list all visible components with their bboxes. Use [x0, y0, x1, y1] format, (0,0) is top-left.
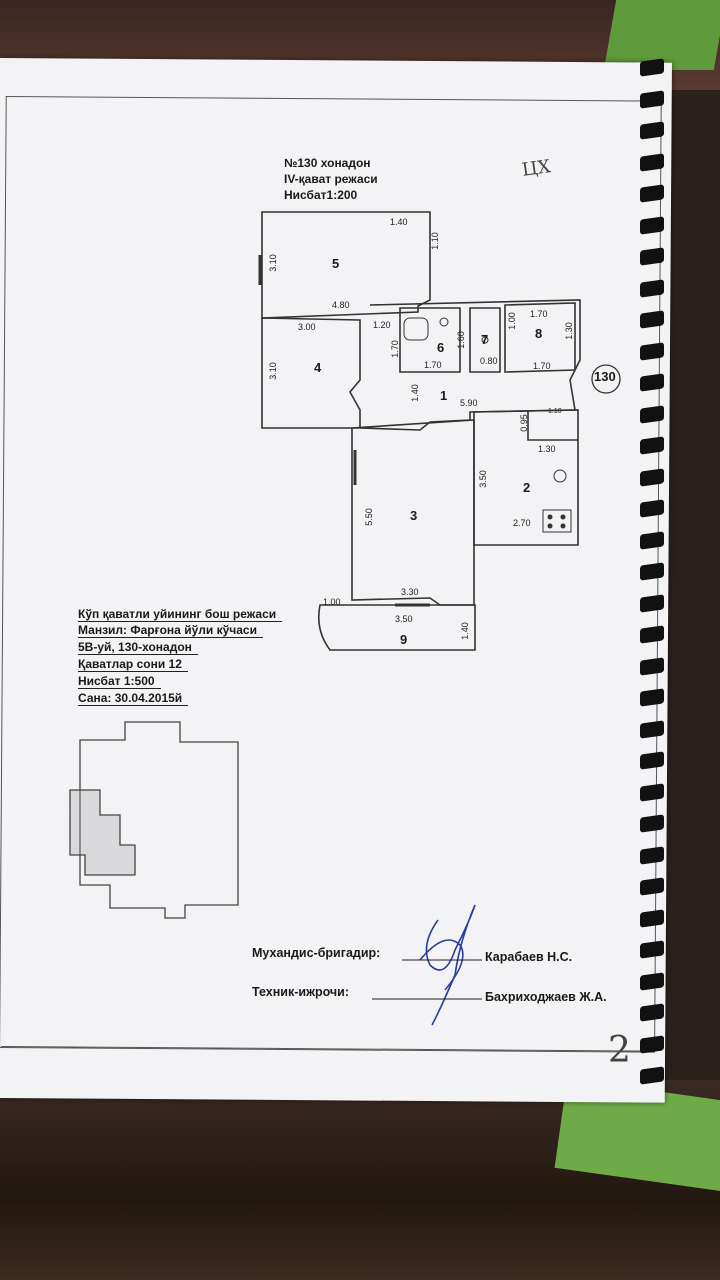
dim-label: 1.10	[548, 408, 562, 415]
info-title: Кўп қаватли уйининг бош режаси	[78, 607, 283, 622]
dim-label: 3.10	[267, 254, 278, 272]
dim-label: 1.00	[323, 597, 341, 607]
dim-label: 1.20	[373, 320, 391, 330]
plan-scale: Нисбат1:200	[284, 188, 358, 202]
dim-label: 1.10	[429, 232, 440, 250]
room-label-2: 2	[523, 480, 531, 495]
room-9-walls	[317, 604, 476, 651]
info-date: Сана: 30.04.2015й	[78, 691, 189, 706]
dim-label: 3.30	[401, 587, 419, 597]
signature-lines	[372, 959, 482, 1000]
dim-label: 0.80	[480, 356, 498, 366]
dim-label: 3.50	[395, 614, 413, 624]
info-scale: Нисбат 1:500	[78, 674, 161, 689]
room-label-3: 3	[410, 508, 418, 523]
handwritten-mark: ЦХ	[520, 156, 552, 181]
signature-scribble	[419, 904, 476, 1026]
engineer-title: Мухандис-бригадир:	[252, 946, 381, 960]
room-label-9: 9	[400, 632, 408, 647]
room-8-walls	[504, 302, 576, 373]
dim-label: 1.30	[563, 322, 574, 340]
room-6-walls	[399, 307, 461, 373]
dim-label: 1.70	[424, 360, 442, 370]
dim-label: 1.40	[409, 384, 420, 402]
dim-label: 1.70	[389, 340, 400, 358]
info-building: 5В-уй, 130-хонадон	[78, 640, 198, 655]
room-label-8: 8	[535, 326, 543, 341]
dim-label: 1.70	[533, 361, 551, 371]
dim-label: 2.70	[513, 518, 531, 528]
floor-label: IV-қават режаси	[284, 172, 378, 186]
room-label-7: 7	[481, 332, 489, 347]
dim-label: 3.00	[298, 322, 316, 332]
dim-label: 5.90	[460, 398, 478, 408]
dim-label: 3.10	[267, 362, 278, 380]
dim-label: 1.00	[506, 312, 517, 330]
dim-label: 4.80	[332, 300, 350, 310]
engineer-name: Карабаев Н.С.	[485, 950, 573, 964]
info-address: Манзил: Фарғона йўли кўчаси	[78, 623, 263, 638]
dim-label: 1.70	[530, 309, 548, 319]
info-floors: Қаватлар сони 12	[78, 657, 188, 672]
room-label-1: 1	[440, 388, 448, 403]
apartment-badge: 130	[594, 369, 616, 384]
dim-label: 1.40	[459, 622, 470, 640]
room-label-4: 4	[314, 360, 322, 375]
dim-label: 1.40	[390, 217, 408, 227]
plan-title: №130 хонадон	[284, 156, 371, 170]
floor-plan-drawing	[69, 211, 621, 1026]
dim-label: 5.50	[363, 508, 374, 526]
room-7-walls	[469, 307, 501, 373]
dim-label: 0.95	[518, 414, 529, 432]
room-label-6: 6	[437, 340, 445, 355]
location-map	[69, 721, 239, 919]
technician-name: Бахриходжаев Ж.А.	[485, 990, 607, 1004]
dim-label: 1.60	[455, 331, 466, 349]
room-4-walls	[261, 317, 361, 429]
technician-title: Техник-ижрочи:	[252, 985, 350, 999]
dim-label: 1.30	[538, 444, 556, 454]
page-number: 2	[608, 1030, 631, 1071]
dim-label: 3.50	[477, 470, 488, 488]
room-label-5: 5	[332, 256, 340, 271]
